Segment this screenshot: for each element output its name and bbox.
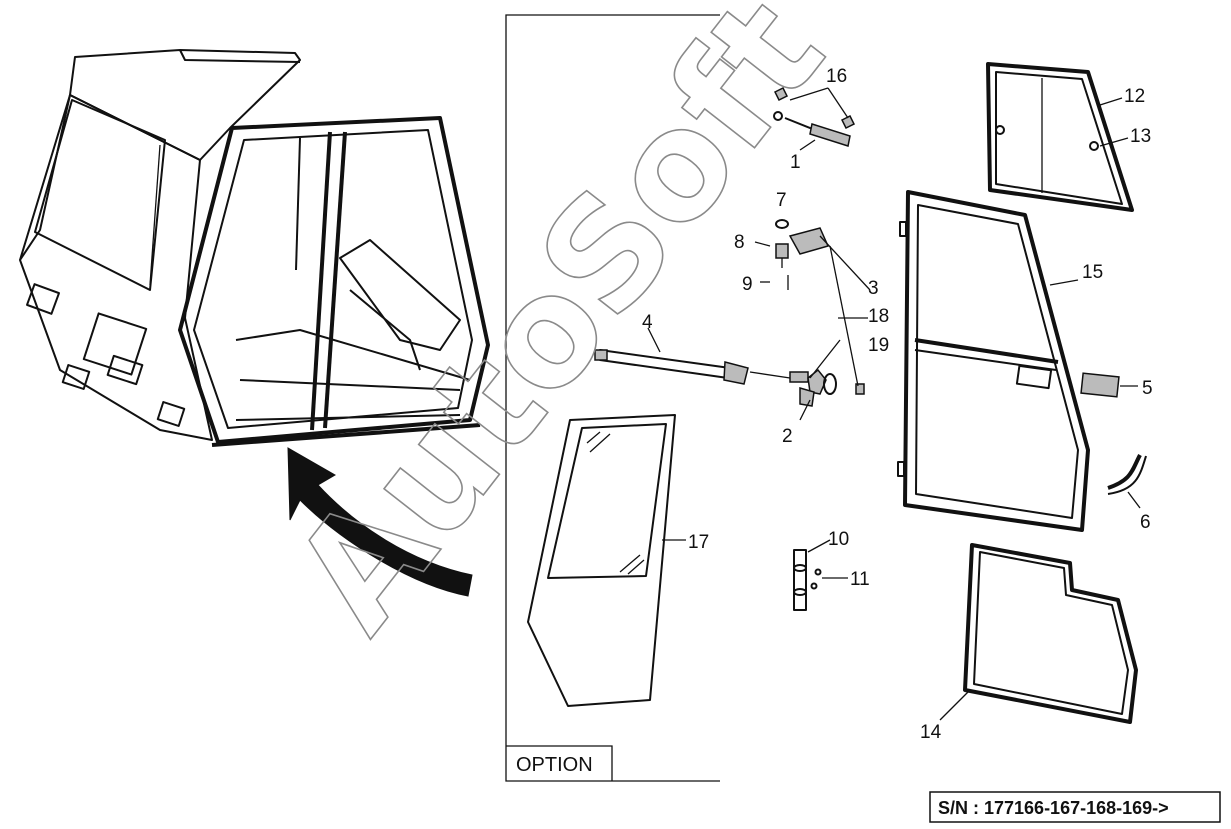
- cab-assembly: [19, 49, 490, 447]
- callout-9: 9: [742, 274, 753, 295]
- callouts: 1 2 3 4 5 6 7 8 9 10 11 12 13 14 15 16 1…: [642, 66, 1153, 743]
- callout-15: 15: [1082, 262, 1103, 283]
- callout-6: 6: [1140, 512, 1151, 533]
- callout-13: 13: [1130, 126, 1151, 147]
- callout-17: 17: [688, 532, 709, 553]
- hinge: [793, 539, 848, 611]
- door-frame: [897, 190, 1090, 532]
- option-label: OPTION: [516, 754, 593, 776]
- callout-1: 1: [790, 152, 801, 173]
- option-panel: OPTION: [505, 14, 720, 782]
- callout-3: 3: [868, 278, 879, 299]
- callout-7: 7: [776, 190, 787, 211]
- callout-10: 10: [828, 529, 849, 550]
- watermark-text: AutoSoft: [261, 0, 857, 662]
- gas-strut: [773, 86, 856, 151]
- callout-14: 14: [920, 722, 942, 743]
- serial-number: S/N : 177166-167-168-169->: [938, 798, 1169, 818]
- callout-5: 5: [1142, 378, 1153, 399]
- callout-16: 16: [826, 66, 847, 87]
- callout-2: 2: [782, 426, 793, 447]
- serial-number-box: S/N : 177166-167-168-169->: [929, 791, 1221, 823]
- quarter-window: [986, 62, 1134, 212]
- callout-4: 4: [642, 312, 653, 333]
- callout-8: 8: [734, 232, 745, 253]
- door-handle: [1080, 372, 1138, 398]
- callout-18: 18: [868, 306, 889, 327]
- callout-19: 19: [868, 335, 889, 356]
- callout-11: 11: [850, 569, 870, 590]
- hose: [1107, 454, 1147, 509]
- callout-12: 12: [1124, 86, 1145, 107]
- door-glass: [939, 543, 1138, 724]
- latch-assembly: [594, 219, 871, 421]
- view-arrow: [287, 447, 473, 597]
